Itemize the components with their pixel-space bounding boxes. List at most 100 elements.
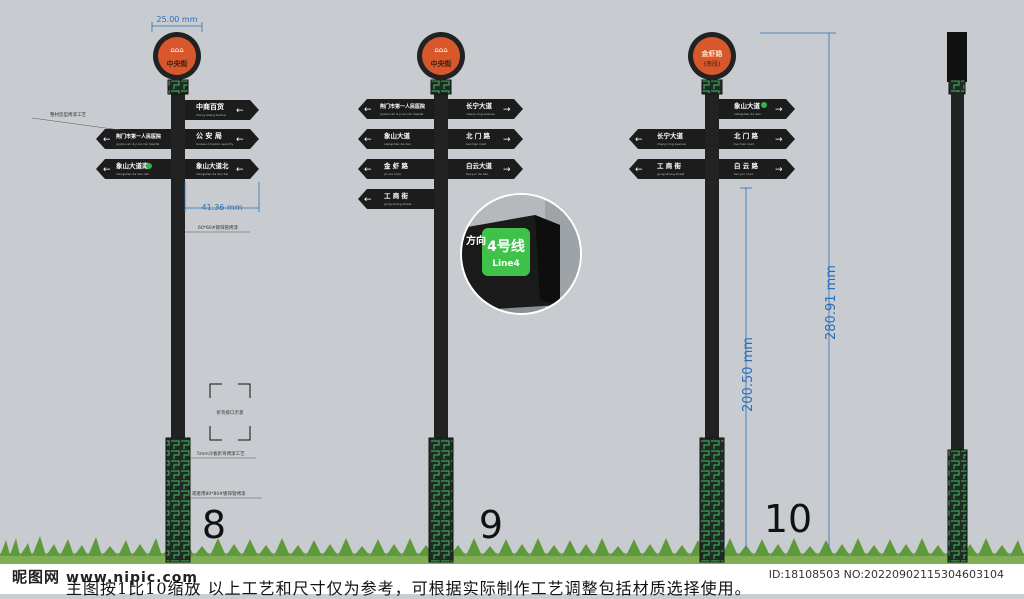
- head-sub-10: (南段): [704, 60, 721, 68]
- sign-blade-10-l0: ← 长宁大道 chang ning avenue: [629, 129, 705, 149]
- pole-base-10: [699, 437, 725, 563]
- svg-text:折弯接口示意: 折弯接口示意: [217, 409, 244, 416]
- signpost-10: 金虾路 (南段) ← 长宁大道 chang ning avenue ← 工 商 …: [629, 32, 839, 563]
- site-watermark: 昵图网 www.nipic.com: [12, 566, 198, 587]
- head-title-10: 金虾路: [701, 49, 724, 58]
- sign-pinyin: bei men road: [734, 142, 754, 146]
- sign-label: 长宁大道: [466, 101, 493, 110]
- sign-label: 中商百货: [196, 102, 224, 111]
- sign-pinyin: xiangshan da dao bei: [196, 172, 228, 176]
- bend-sample-bracket: 折弯接口示意: [209, 383, 251, 441]
- arrow-right-icon: →: [775, 165, 783, 175]
- pole-collar-9: [430, 79, 452, 95]
- head-title-9: 中央街: [431, 59, 452, 68]
- pole-collar-8: [167, 79, 189, 95]
- sign-label: 公 安 局: [196, 131, 222, 140]
- pole-head-10: 金虾路 (南段): [688, 32, 736, 80]
- sign-pinyin: chang ning avenue: [657, 142, 686, 146]
- sign-label: 荆门市第一人民医院: [116, 133, 161, 140]
- sign-pinyin: jingmen shi di yi ren min hospital: [115, 142, 159, 146]
- arrow-right-icon: →: [503, 165, 511, 175]
- sign-pinyin: jingmen shi di yi ren min hospital: [379, 112, 423, 116]
- sign-label: 象山大道南: [116, 161, 149, 170]
- sign-blade-10-r2: 白 云 路 bai yun road →: [719, 159, 795, 179]
- sign-label: 白 云 路: [734, 161, 759, 170]
- arrow-left-icon: ←: [103, 165, 111, 175]
- arrow-right-icon: →: [775, 105, 783, 115]
- site-name: 昵图网: [12, 568, 61, 586]
- sign-pinyin: chang ning avenue: [466, 112, 495, 116]
- metro-dot-icon: [761, 102, 767, 108]
- arrow-left-icon: ←: [103, 135, 111, 145]
- head-title-8: 中央街: [167, 59, 188, 68]
- sign-pinyin: bei men road: [466, 142, 486, 146]
- sign-blade-8-l0: ← 荆门市第一人民医院 jingmen shi di yi ren min ho…: [96, 129, 171, 149]
- sign-label: 象山大道北: [196, 161, 229, 170]
- sign-label: 工 商 街: [384, 191, 409, 200]
- arrow-left-icon: ←: [364, 165, 372, 175]
- sign-label: 工 商 街: [657, 161, 682, 170]
- arrow-left-icon: ←: [236, 135, 244, 145]
- arrow-right-icon: →: [503, 105, 511, 115]
- sign-label: 象山大道: [734, 101, 761, 110]
- sign-label: 白云大道: [466, 161, 493, 170]
- svg-text:整材造型烤漆工艺: 整材造型烤漆工艺: [50, 111, 86, 118]
- sign-pinyin: jin xia road: [383, 172, 401, 176]
- signpost-8: ⌂⌂⌂ 中央街 中商百货 zhong shang baihuo ← 公 安 局 …: [31, 15, 262, 563]
- svg-text:或者用80*80#镀锌管烤漆: 或者用80*80#镀锌管烤漆: [192, 490, 246, 497]
- sign-blade-9-l0: ← 荆门市第一人民医院 jingmen shi di yi ren min ho…: [358, 99, 434, 119]
- sign-pinyin: bureau of public security: [196, 142, 234, 146]
- arrow-left-icon: ←: [236, 106, 244, 116]
- figure-label-9: 9: [479, 503, 503, 547]
- arrow-right-icon: →: [775, 135, 783, 145]
- dimension-total-height: 280.91 mm: [760, 32, 839, 550]
- sign-blade-9-r2: 白云大道 bai yun da dao →: [448, 159, 523, 179]
- dimension-arm-height: 200.50 mm: [740, 187, 756, 550]
- sign-pinyin: xiangshan da dao: [384, 142, 411, 146]
- annotation-square-pipe: 60*60#镀锌管烤漆: [185, 224, 250, 233]
- metro-dot-icon: [146, 163, 152, 169]
- dimension-sign-width: 41.36 mm: [184, 182, 260, 212]
- pole-8: [171, 88, 185, 440]
- pole-base-8: [165, 437, 191, 563]
- sign-pinyin: xiangshan da dao: [734, 112, 761, 116]
- sign-label: 长宁大道: [657, 131, 684, 140]
- signpost-drawing: ⌂⌂⌂ 中央街 中商百货 zhong shang baihuo ← 公 安 局 …: [0, 15, 1024, 564]
- site-url[interactable]: www.nipic.com: [66, 570, 198, 586]
- sign-blade-9-l2: ← 金 虾 路 jin xia road: [358, 159, 434, 179]
- pole-head-9: ⌂⌂⌂ 中央街: [417, 32, 465, 80]
- sign-label: 北 门 路: [466, 131, 491, 140]
- grass: [0, 536, 1024, 564]
- arrow-right-icon: →: [503, 135, 511, 145]
- svg-text:5mm冷板折弯烤漆工艺: 5mm冷板折弯烤漆工艺: [197, 450, 245, 457]
- sign-label: 金 虾 路: [383, 161, 409, 170]
- pole-collar-10: [701, 79, 723, 95]
- sign-blade-8-l1: ← 象山大道南 xiangshan da dao nan: [96, 159, 171, 179]
- signpost-9: ⌂⌂⌂ 中央街 ← 荆门市第一人民医院 jingmen shi di yi re…: [358, 32, 582, 563]
- side-view-pole: [947, 32, 968, 563]
- sign-blade-9-r1: 北 门 路 bei men road →: [448, 129, 523, 149]
- svg-text:Line4: Line4: [492, 259, 520, 269]
- annotation-pipe-craft: 整材造型烤漆工艺: [31, 111, 121, 131]
- sign-blade-10-l1: ← 工 商 街 gong shang street: [629, 159, 705, 179]
- sign-pinyin: xiangshan da dao nan: [116, 172, 149, 176]
- image-id: ID:18108503 NO:20220902115304603104: [768, 568, 1004, 581]
- sign-blade-8-r2: 象山大道北 xiangshan da dao bei ←: [185, 159, 259, 179]
- pole-base-9: [428, 437, 454, 563]
- annotation-alt-pipe: 或者用80*80#镀锌管烤漆: [190, 490, 262, 499]
- sign-blade-9-l1: ← 象山大道 xiangshan da dao: [358, 129, 434, 149]
- arrow-left-icon: ←: [635, 165, 643, 175]
- svg-text:200.50 mm: 200.50 mm: [741, 337, 756, 412]
- svg-text:方向: 方向: [466, 234, 486, 247]
- svg-text:280.91 mm: 280.91 mm: [824, 265, 839, 340]
- inset-photo: 4号线 Line4 方向: [460, 193, 582, 315]
- sign-blade-9-l3: ← 工 商 街 gong shang street: [358, 189, 434, 209]
- sign-pinyin: bai yun da dao: [466, 172, 489, 176]
- svg-text:4号线: 4号线: [487, 238, 525, 255]
- pole-9: [434, 88, 448, 440]
- arrow-left-icon: ←: [635, 135, 643, 145]
- sign-label: 荆门市第一人民医院: [380, 103, 425, 110]
- pole-head-8: ⌂⌂⌂ 中央街: [153, 32, 201, 80]
- sign-label: 象山大道: [384, 131, 411, 140]
- line4-badge: [482, 228, 530, 276]
